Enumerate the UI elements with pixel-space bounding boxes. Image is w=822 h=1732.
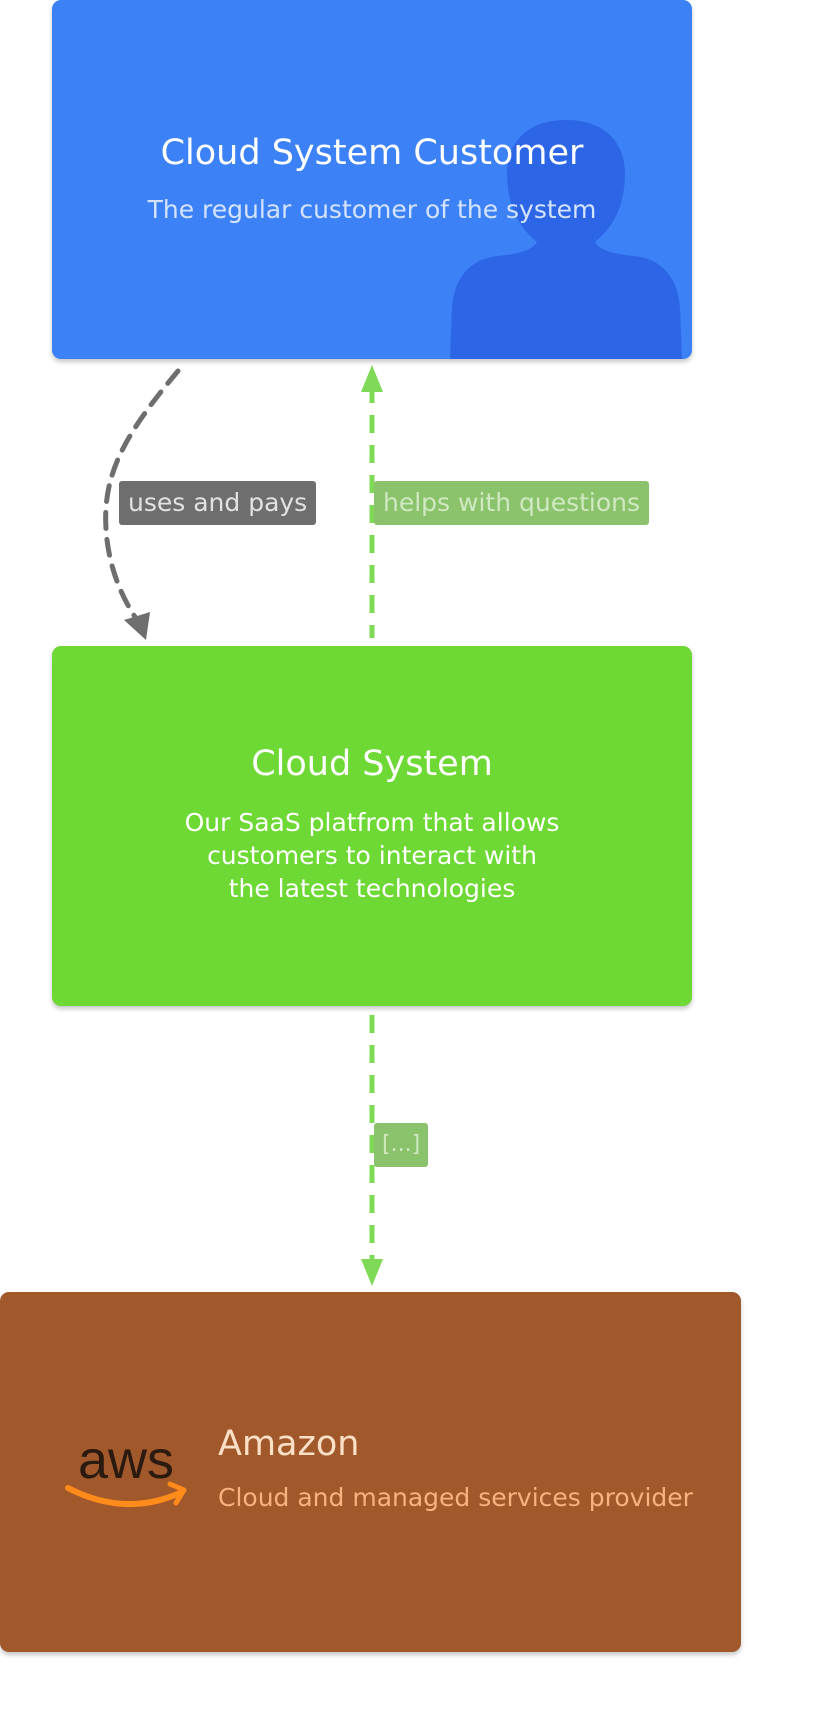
- edge-uses-arrowhead: [124, 612, 150, 640]
- amazon-title: Amazon: [218, 1424, 360, 1464]
- customer-node[interactable]: Cloud System Customer The regular custom…: [52, 0, 692, 359]
- aws-logo-icon: aws: [65, 1432, 187, 1507]
- person-icon: [450, 120, 682, 359]
- edge-other-arrowhead: [361, 1259, 383, 1286]
- system-node[interactable]: Cloud System Our SaaS platfrom that allo…: [52, 646, 692, 1006]
- amazon-description: Cloud and managed services provider: [218, 1483, 693, 1512]
- edge-label-other: [...]: [374, 1123, 429, 1167]
- customer-description: The regular customer of the system: [147, 195, 597, 224]
- amazon-node[interactable]: aws Amazon Cloud and managed services pr…: [0, 1292, 741, 1652]
- edge-helps-arrowhead: [361, 365, 383, 392]
- system-title: Cloud System: [251, 744, 493, 784]
- edge-label-uses: uses and pays: [119, 481, 317, 525]
- svg-text:aws: aws: [78, 1432, 174, 1490]
- edge-label-helps: helps with questions: [374, 481, 650, 525]
- system-description: Our SaaS platfrom that allows customers …: [184, 808, 560, 903]
- edge-uses-line: [103, 368, 181, 630]
- customer-title: Cloud System Customer: [160, 133, 584, 173]
